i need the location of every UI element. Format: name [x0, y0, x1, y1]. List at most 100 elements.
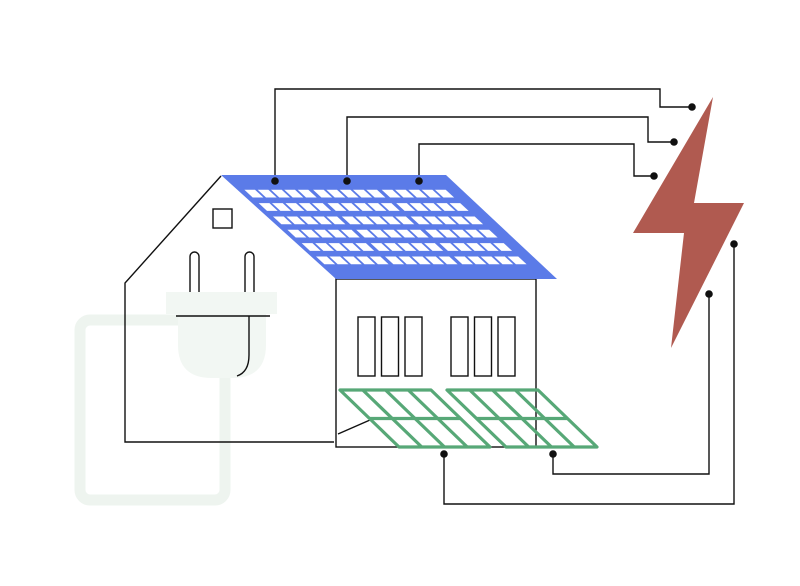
solar-cell	[395, 189, 415, 198]
solar-cell	[299, 216, 319, 225]
solar-cell	[340, 203, 360, 211]
solar-cell	[439, 243, 459, 251]
solar-cell	[315, 243, 335, 251]
solar-panel-icon	[445, 388, 599, 449]
solar-cell	[450, 216, 470, 225]
wire-ground-1	[443, 244, 735, 505]
solar-cell	[396, 203, 416, 211]
connection-dot	[271, 177, 279, 185]
solar-cell	[396, 229, 416, 238]
house-outline	[124, 175, 334, 443]
solar-cell	[479, 243, 499, 251]
solar-cell	[301, 243, 321, 251]
connection-dot	[688, 103, 696, 111]
solar-cell	[452, 243, 472, 251]
solar-cell	[438, 256, 458, 265]
solar-cell	[398, 256, 418, 265]
solar-cell	[353, 189, 373, 198]
solar-cell	[395, 216, 415, 225]
solar-cell	[356, 256, 376, 265]
solar-cell	[449, 203, 469, 211]
solar-cell	[369, 256, 389, 265]
solar-cell	[327, 203, 347, 211]
solar-cell	[329, 256, 349, 265]
window	[497, 316, 516, 377]
solar-cell	[326, 189, 346, 198]
solar-cell	[342, 256, 362, 265]
solar-cell	[341, 216, 361, 225]
solar-cell	[435, 189, 455, 198]
solar-cell	[466, 243, 486, 251]
solar-cell	[411, 256, 431, 265]
solar-cell	[464, 216, 484, 225]
solar-cell	[494, 256, 514, 265]
window	[450, 316, 469, 377]
solar-cell	[328, 243, 348, 251]
window	[473, 316, 493, 377]
connection-dot	[343, 177, 351, 185]
connection-dot	[705, 290, 713, 298]
window	[357, 316, 376, 377]
solar-cell	[467, 256, 487, 265]
windows	[357, 316, 516, 377]
solar-panel-icon	[338, 388, 492, 449]
wire-roof-1	[274, 88, 692, 181]
solar-cell	[356, 229, 376, 238]
solar-cell	[410, 216, 430, 225]
solar-cell	[327, 229, 347, 238]
solar-cell	[465, 229, 485, 238]
connection-dot	[730, 240, 738, 248]
ground-solar-panels	[338, 388, 599, 449]
solar-cell	[313, 216, 333, 225]
solar-cell	[397, 243, 417, 251]
solar-cell	[257, 189, 277, 198]
solar-cell	[368, 216, 388, 225]
wire-ground-2	[552, 294, 710, 475]
solar-cell	[422, 203, 442, 211]
solar-cell	[438, 229, 458, 238]
panel-frame	[445, 388, 599, 449]
solar-cell	[382, 229, 402, 238]
solar-cell	[478, 229, 498, 238]
solar-cell	[313, 189, 333, 198]
wire-roof-2	[346, 116, 674, 181]
solar-cell	[354, 203, 374, 211]
panel-frame	[338, 388, 492, 449]
solar-cell	[316, 256, 336, 265]
connection-dot	[670, 138, 678, 146]
solar-cell	[326, 216, 346, 225]
solar-cell	[285, 203, 305, 211]
connection-dot	[549, 450, 557, 458]
solar-cell	[355, 216, 375, 225]
solar-cell	[385, 256, 405, 265]
solar-cell	[312, 203, 332, 211]
connection-dot	[650, 172, 658, 180]
power-plug-icon	[166, 251, 277, 378]
solar-cell	[424, 243, 444, 251]
solar-cell	[273, 216, 292, 225]
solar-cell	[367, 203, 387, 211]
solar-cell	[272, 203, 291, 211]
solar-cell	[366, 189, 386, 198]
solar-cell	[355, 243, 375, 251]
solar-cell	[425, 256, 445, 265]
solar-cell	[507, 256, 527, 265]
solar-cell	[339, 189, 359, 198]
solar-cell	[287, 229, 307, 238]
solar-cell	[425, 229, 445, 238]
solar-cell	[369, 229, 389, 238]
solar-cell	[258, 203, 278, 211]
connection-dot	[440, 450, 448, 458]
lightning-bolt-icon	[633, 97, 744, 348]
solar-cell	[340, 229, 360, 238]
solar-cell	[271, 189, 290, 198]
wiring	[274, 88, 735, 505]
solar-cell	[381, 216, 401, 225]
solar-cell	[409, 203, 429, 211]
solar-cell	[436, 203, 456, 211]
solar-cell	[437, 216, 457, 225]
solar-cell	[408, 189, 428, 198]
solar-cell	[380, 203, 400, 211]
solar-cell	[424, 216, 443, 225]
